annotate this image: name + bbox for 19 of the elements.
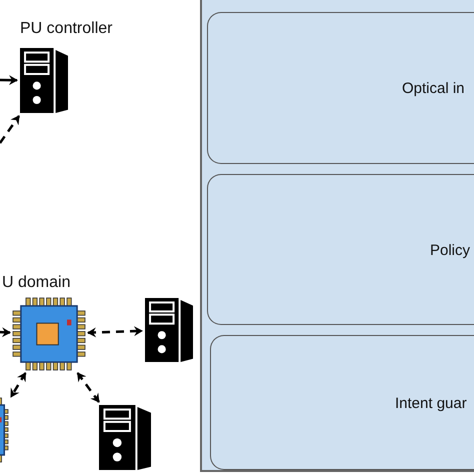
arrow bbox=[0, 115, 20, 144]
layer-box bbox=[207, 174, 474, 325]
server-icon bbox=[99, 405, 151, 470]
chip-icon bbox=[13, 298, 85, 370]
node-label: PU controller bbox=[20, 20, 112, 38]
arrow bbox=[76, 372, 100, 403]
panel bbox=[200, 0, 474, 472]
arrow bbox=[0, 75, 18, 86]
layer-label: Intent guar bbox=[395, 394, 467, 412]
node-label: U domain bbox=[2, 274, 70, 292]
server-icon bbox=[145, 298, 193, 362]
layer-label: Policy bbox=[430, 242, 470, 258]
server-icon bbox=[20, 48, 68, 113]
layer-box bbox=[207, 12, 474, 164]
arrow bbox=[0, 327, 11, 338]
layer-box bbox=[210, 335, 474, 470]
arrow bbox=[10, 372, 27, 398]
arrow bbox=[87, 326, 143, 338]
layer-label: Optical in bbox=[402, 80, 465, 97]
